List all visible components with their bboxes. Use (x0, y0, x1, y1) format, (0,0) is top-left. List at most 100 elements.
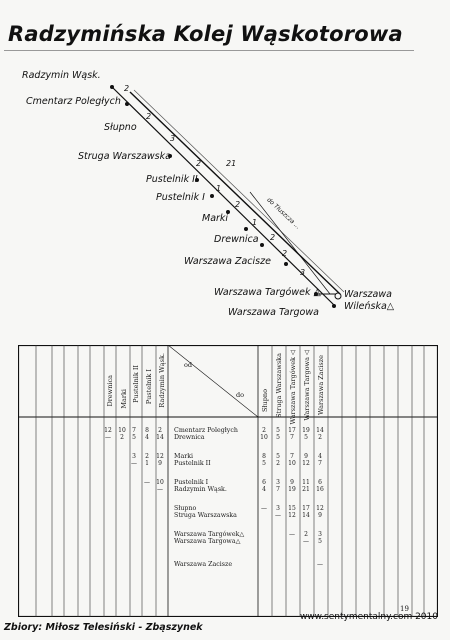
table-cell: 5 (276, 427, 280, 434)
table-cell: 12 (104, 427, 112, 434)
station-drewnica: Drewnica (214, 234, 259, 245)
distance-label: 1 (216, 184, 222, 193)
row-station-name: Marki (174, 453, 194, 460)
table-cell: — (275, 512, 281, 519)
distance-label: 21 (226, 159, 237, 168)
table-cell: 21 (302, 486, 310, 493)
row-station-name: Pustelnik II (174, 460, 211, 467)
distance-label: 2 (196, 159, 202, 168)
table-cell: 2 (318, 434, 322, 441)
distance-label: 2 (270, 233, 276, 242)
table-cell: 7 (132, 427, 136, 434)
table-cell: 12 (316, 505, 324, 512)
table-cell: 19 (288, 486, 296, 493)
table-cell: 5 (262, 460, 266, 467)
station-wilenska-line1: Warszawa (344, 289, 392, 300)
table-cell: 16 (316, 486, 324, 493)
page-number: 19 (400, 605, 409, 613)
table-cell: 12 (302, 460, 310, 467)
table-cell: 5 (304, 434, 308, 441)
table-cell: 2 (158, 427, 162, 434)
do-label: do (236, 391, 245, 399)
table-cell: 3 (318, 531, 322, 538)
table-cell: 2 (276, 460, 280, 467)
station-pustelnik2: Pustelnik II (146, 174, 198, 185)
table-cell: — (289, 531, 295, 538)
row-station-name: Warszawa Targówek△ (174, 531, 245, 538)
table-cell: 9 (304, 453, 308, 460)
table-cell: 3 (132, 453, 136, 460)
table-cell: 2 (262, 427, 266, 434)
col-header-pustelnik1: Pustelnik I (145, 369, 153, 405)
station-targowa: Warszawa Targowa (228, 307, 319, 318)
distance-label: 2 (235, 200, 241, 209)
table-cell: 15 (288, 505, 296, 512)
table-cell: 3 (276, 479, 280, 486)
page-title: Radzymińska Kolej Wąskotorowa (8, 22, 403, 46)
table-cell: 6 (262, 479, 266, 486)
collection-credit: Zbiory: Miłosz Telesiński - Zbąszynek (4, 622, 203, 633)
table-cell: 5 (132, 434, 136, 441)
row-station-name: Słupno (174, 505, 197, 512)
table-cell: 11 (302, 479, 310, 486)
distance-table: Drewnica Marki Pustelnik II Pustelnik I … (18, 345, 438, 617)
table-cell: 17 (288, 427, 296, 434)
table-cell: 14 (302, 512, 310, 519)
col-header-marki: Marki (120, 389, 128, 409)
col-header-slupno: Słupno (261, 389, 269, 413)
row-station-name: Radzymin Wąsk. (174, 486, 227, 493)
table-cell: 4 (145, 434, 149, 441)
table-cell: 17 (302, 505, 310, 512)
col-header-zacisze: Warszawa Zacisze (317, 355, 325, 415)
table-cell: 19 (302, 427, 310, 434)
row-station-name: Pustelnik I (174, 479, 209, 486)
title-underline (4, 20, 414, 51)
station-pustelnik1: Pustelnik I (156, 192, 205, 203)
table-cell: — (303, 538, 309, 545)
table-cell: 2 (120, 434, 124, 441)
distance-label: 2 (124, 84, 130, 93)
table-cell: 6 (318, 479, 322, 486)
table-cell: — (317, 561, 323, 568)
table-cell: 9 (158, 460, 162, 467)
table-cell: 2 (304, 531, 308, 538)
website-credit: www.sentymentalny.com 2010 (299, 612, 438, 622)
railway-line-diagram: Radzymin Wąsk. Cmentarz Poległych Słupno… (0, 62, 450, 332)
row-station-name: Struga Warszawska (174, 512, 237, 519)
table-cell: 2 (145, 453, 149, 460)
table-cell: 12 (288, 512, 296, 519)
table-cell: 9 (290, 479, 294, 486)
od-label: od (184, 361, 193, 369)
distance-label: 3 (300, 268, 306, 277)
table-cell: 5 (276, 434, 280, 441)
row-station-name: Warszawa Targowa△ (174, 538, 241, 545)
distance-label: 3 (170, 134, 176, 143)
table-cell: 5 (276, 453, 280, 460)
table-cell: 14 (156, 434, 164, 441)
table-cell: — (261, 505, 267, 512)
table-cell: 1 (145, 460, 149, 467)
station-cmentarz: Cmentarz Poległych (26, 96, 121, 107)
table-cell: — (144, 479, 150, 486)
table-cell: 9 (318, 512, 322, 519)
station-radzymin: Radzymin Wąsk. (22, 70, 101, 81)
table-cell: 4 (262, 486, 266, 493)
table-cell: 10 (118, 427, 126, 434)
table-grid (18, 345, 438, 617)
table-cell: 7 (318, 460, 322, 467)
col-header-radzymin: Radzymin Wąsk. (158, 353, 166, 408)
distance-label: 1 (252, 218, 258, 227)
table-cell: 7 (276, 486, 280, 493)
col-header-pustelnik2: Pustelnik II (132, 365, 140, 403)
station-targowek: Warszawa Targówek △ (214, 287, 321, 298)
row-station-name: Drewnica (174, 434, 205, 441)
table-cell: 10 (156, 479, 164, 486)
route-lines (110, 85, 345, 308)
station-struga: Struga Warszawska (78, 151, 171, 162)
table-cell: — (131, 460, 137, 467)
table-cell: — (105, 434, 111, 441)
table-cell: 8 (145, 427, 149, 434)
table-cell: 12 (156, 453, 164, 460)
distance-label: 2 (282, 249, 288, 258)
